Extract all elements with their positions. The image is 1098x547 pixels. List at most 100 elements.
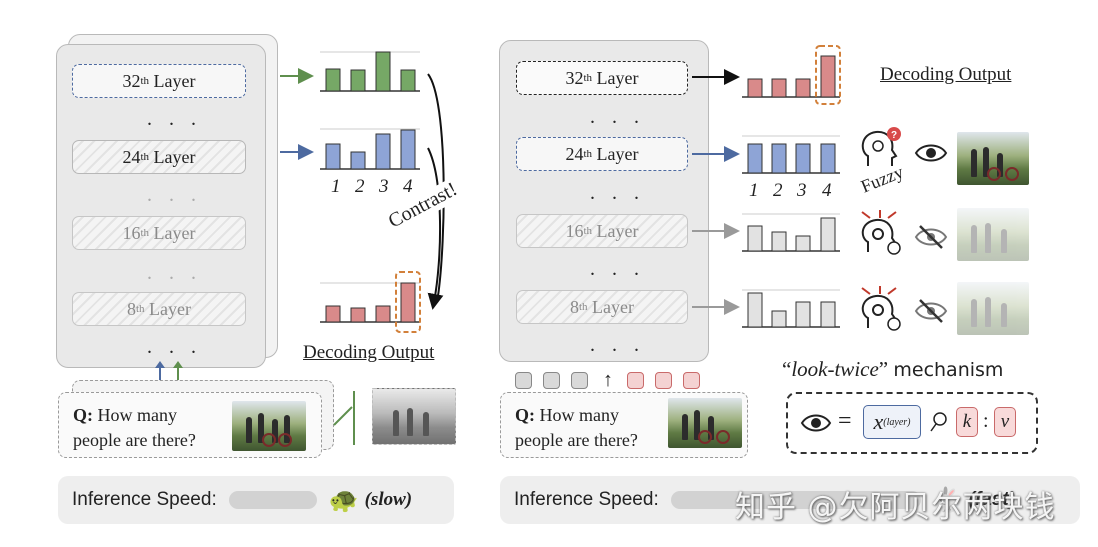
left-decoding-output: Decoding Output xyxy=(303,342,435,363)
left-dots-4: . . . xyxy=(147,336,202,358)
eye-crossed-icon xyxy=(914,225,948,249)
bar xyxy=(795,143,811,174)
layer-suffix: th xyxy=(583,225,593,237)
layer-suffix: th xyxy=(140,75,150,87)
right-bar-number-2: 2 xyxy=(773,180,783,201)
layer-number: 16 xyxy=(565,220,584,241)
text-token xyxy=(683,372,700,389)
bar xyxy=(325,143,341,170)
up-arrow-icon: ↑ xyxy=(603,369,613,391)
mechanism-italic: look-twice xyxy=(791,357,879,381)
layer-word: Layer xyxy=(153,222,196,243)
formula-x-layer: x(layer) xyxy=(863,405,921,439)
left-bar-number-1: 1 xyxy=(331,176,341,197)
noise-bracket xyxy=(333,391,355,445)
bar xyxy=(375,51,391,92)
rabbit-icon: 🐇 xyxy=(932,486,963,514)
left-bar-number-4: 4 xyxy=(403,176,413,197)
turtle-icon: 🐢 xyxy=(328,486,359,514)
contrast-arrow-green xyxy=(427,73,445,297)
magnify-loop-icon xyxy=(930,412,947,432)
bar xyxy=(795,235,811,252)
bar xyxy=(400,69,416,92)
bar xyxy=(400,282,416,323)
right-bars-svg xyxy=(692,45,841,328)
speed-word: (fast) xyxy=(968,489,1016,510)
speed-bar xyxy=(228,491,317,509)
formula-equals: = xyxy=(838,408,852,434)
right-image-8 xyxy=(957,282,1029,335)
layer-suffix: th xyxy=(140,227,150,239)
mechanism-title: “look-twice” mechanism xyxy=(782,357,1003,382)
layer-suffix: th xyxy=(578,301,588,313)
bar xyxy=(771,231,787,252)
brain-gear-icon xyxy=(861,286,901,331)
visual-token xyxy=(543,372,560,389)
bar xyxy=(795,78,811,98)
layer-suffix: th xyxy=(583,148,593,160)
visual-token xyxy=(515,372,532,389)
right-dots-4: . . . xyxy=(590,334,645,356)
bar xyxy=(350,307,366,323)
brain-gear-icon xyxy=(861,210,901,255)
highlight-box xyxy=(815,45,841,105)
contrast-arrow-blue xyxy=(427,147,444,310)
bar xyxy=(400,129,416,170)
question-line-2: people are there? xyxy=(73,430,196,450)
layer-suffix: th xyxy=(583,72,593,84)
right-dots-1: . . . xyxy=(590,106,645,128)
layer-word: Layer xyxy=(153,70,196,91)
layer-word: Layer xyxy=(149,298,192,319)
right-speed-row: Inference Speed: 🐇 (fast) xyxy=(500,476,1080,524)
right-image-16 xyxy=(957,208,1029,261)
speed-label: Inference Speed: xyxy=(514,489,659,510)
bar xyxy=(350,151,366,170)
right-dots-2: . . . xyxy=(590,182,645,204)
bar xyxy=(747,292,763,328)
question-line-2: people are there? xyxy=(515,430,638,450)
left-noisy-image xyxy=(372,388,456,445)
eye-icon xyxy=(914,144,948,162)
watermark: 知乎 @欠阿贝尔两块钱 xyxy=(735,490,1056,525)
bar xyxy=(771,310,787,328)
bar xyxy=(375,133,391,170)
bar xyxy=(795,301,811,328)
left-dots-1: . . . xyxy=(147,108,202,130)
highlight-box xyxy=(395,271,421,333)
layer-number: 8 xyxy=(569,296,579,317)
layer-number: 8 xyxy=(126,298,136,319)
bar xyxy=(820,217,836,252)
layer-number: 32 xyxy=(565,67,584,88)
layer-word: Layer xyxy=(596,143,639,164)
left-bar-number-2: 2 xyxy=(355,176,365,197)
quote-open: “ xyxy=(782,357,792,381)
left-bars-svg xyxy=(280,51,445,333)
right-bar-number-4: 4 xyxy=(822,180,832,201)
right-decoding-output: Decoding Output xyxy=(880,64,1012,85)
speed-label: Inference Speed: xyxy=(72,489,217,510)
layer-word: Layer xyxy=(596,67,639,88)
bar xyxy=(747,78,763,98)
mechanism-word: mechanism xyxy=(893,359,1004,381)
bar xyxy=(325,68,341,92)
text-token xyxy=(655,372,672,389)
bar xyxy=(820,143,836,174)
bar xyxy=(747,225,763,252)
formula-colon: : xyxy=(983,410,989,432)
token-row: ↑ xyxy=(515,369,711,392)
layer-word: Layer xyxy=(592,296,635,317)
bar xyxy=(375,305,391,323)
right-dots-3: . . . xyxy=(590,258,645,280)
speed-bar xyxy=(670,491,921,509)
bar xyxy=(350,69,366,92)
formula-sup: (layer) xyxy=(883,416,911,428)
bar xyxy=(820,301,836,328)
quote-close: ” xyxy=(878,357,889,381)
